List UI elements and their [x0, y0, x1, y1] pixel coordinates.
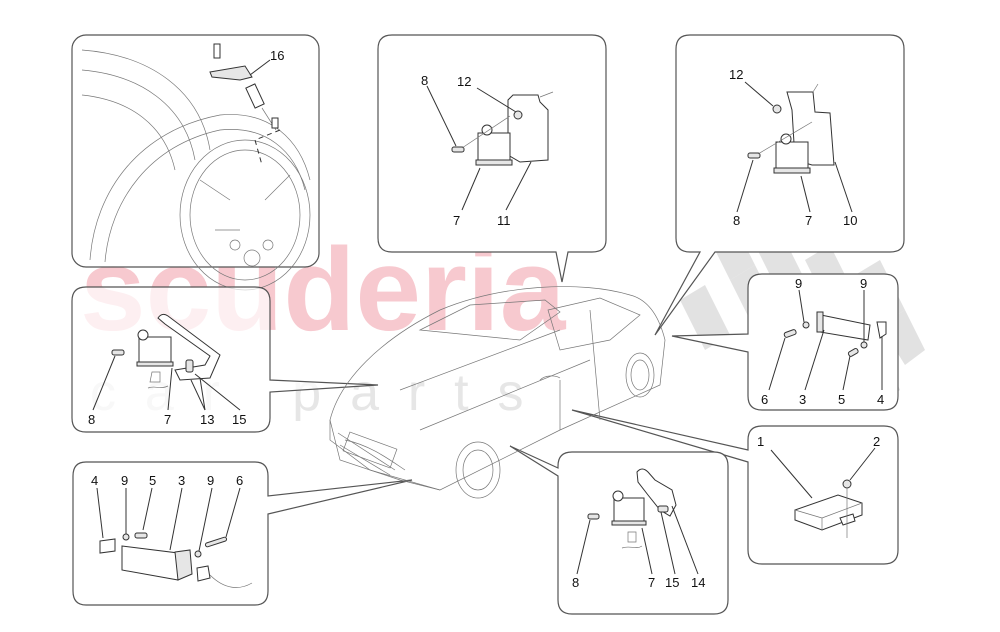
antenna-part — [816, 311, 887, 341]
part-label[interactable]: 9 — [860, 276, 867, 291]
bolt-part — [747, 152, 761, 159]
part-label[interactable]: 3 — [799, 392, 806, 407]
bolt-part — [204, 536, 228, 548]
part-label[interactable]: 13 — [200, 412, 214, 427]
part-label[interactable]: 8 — [88, 412, 95, 427]
part-label[interactable]: 4 — [877, 392, 884, 407]
part-label[interactable]: 16 — [270, 48, 284, 63]
bolt-part — [134, 532, 148, 539]
panel-rear-module-bracket[interactable]: 12 8 7 10 — [654, 34, 905, 336]
part-label[interactable]: 4 — [91, 473, 98, 488]
part-label[interactable]: 15 — [232, 412, 246, 427]
part-label[interactable]: 9 — [795, 276, 802, 291]
module-part — [136, 329, 174, 389]
nut-part — [772, 104, 782, 114]
bolt-part — [783, 329, 797, 338]
module-part — [475, 124, 513, 166]
panel-rear-antenna[interactable]: 9 9 6 3 5 4 — [671, 273, 899, 411]
bracket-part — [157, 313, 221, 381]
washer-part — [802, 321, 810, 329]
screw-part — [657, 505, 669, 513]
bolt-part — [847, 348, 859, 357]
panel-centre-module-bracket[interactable]: 8 12 7 11 — [377, 34, 607, 283]
bolt-part — [111, 349, 125, 356]
part-label[interactable]: 8 — [421, 73, 428, 88]
part-label[interactable]: 7 — [453, 213, 460, 228]
nut-part — [513, 110, 523, 120]
washer-part — [194, 550, 202, 558]
part-label[interactable]: 12 — [729, 67, 743, 82]
leader-line — [249, 59, 271, 76]
module-part — [611, 490, 647, 549]
part-label[interactable]: 3 — [178, 473, 185, 488]
part-label[interactable]: 5 — [838, 392, 845, 407]
tpms-sensor-part — [209, 43, 281, 166]
part-label[interactable]: 2 — [873, 434, 880, 449]
panel-front-left-module[interactable]: 8 7 13 15 — [71, 286, 379, 433]
panel-control-unit[interactable]: 1 2 — [571, 409, 899, 565]
panel-tyre-valve-sensor[interactable]: 16 — [71, 34, 320, 291]
nut-part — [842, 479, 852, 489]
bolt-part — [451, 146, 465, 153]
part-label[interactable]: 14 — [691, 575, 705, 590]
panel-front-antenna[interactable]: 4 9 5 3 9 6 — [72, 461, 413, 606]
part-label[interactable]: 6 — [236, 473, 243, 488]
part-label[interactable]: 9 — [121, 473, 128, 488]
part-label[interactable]: 1 — [757, 434, 764, 449]
module-part — [773, 133, 811, 174]
screw-part — [185, 359, 194, 373]
part-label[interactable]: 7 — [805, 213, 812, 228]
panel-front-right-module[interactable]: 8 7 15 14 — [509, 445, 729, 615]
part-label[interactable]: 12 — [457, 74, 471, 89]
part-label[interactable]: 5 — [149, 473, 156, 488]
part-label[interactable]: 11 — [497, 213, 511, 228]
washer-part — [122, 533, 130, 541]
part-label[interactable]: 7 — [648, 575, 655, 590]
part-label[interactable]: 8 — [572, 575, 579, 590]
control-unit-part — [794, 494, 863, 531]
part-label[interactable]: 15 — [665, 575, 679, 590]
part-label[interactable]: 9 — [207, 473, 214, 488]
washer-part — [860, 341, 868, 349]
car-illustration — [329, 286, 666, 499]
part-label[interactable]: 7 — [164, 412, 171, 427]
part-label[interactable]: 10 — [843, 213, 857, 228]
bolt-part — [587, 513, 600, 520]
part-label[interactable]: 8 — [733, 213, 740, 228]
part-label[interactable]: 6 — [761, 392, 768, 407]
antenna-part — [99, 538, 253, 588]
